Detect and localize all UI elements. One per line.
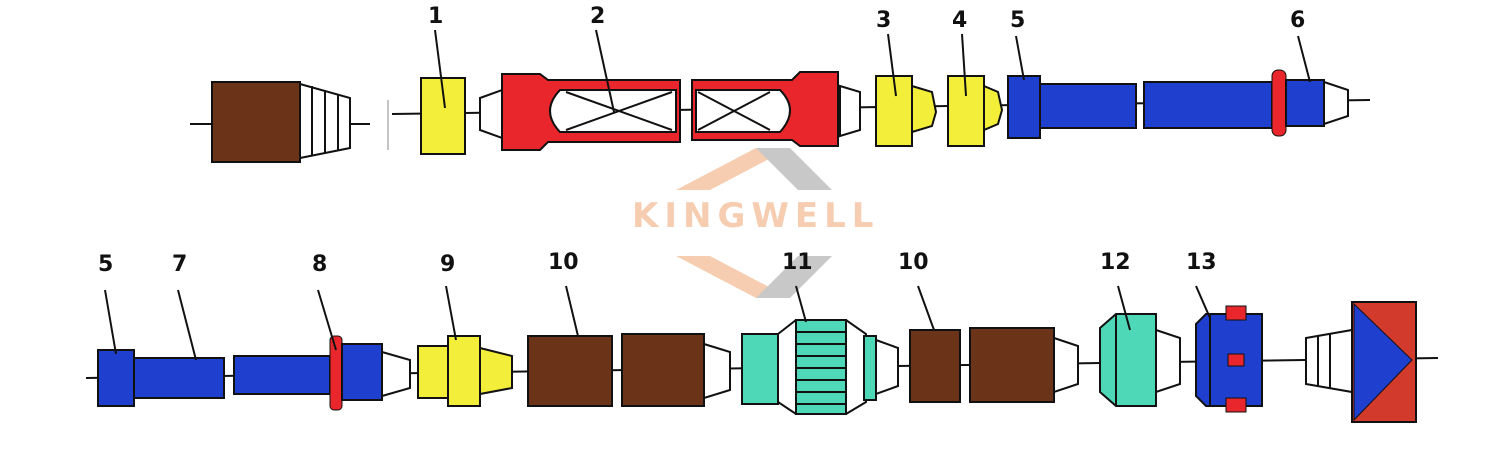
label-4: 4 [952,8,968,33]
part-4 [947,75,1004,147]
part-6 [1271,69,1349,137]
part-5-top [1007,75,1273,139]
part-10-left [527,333,731,407]
label-5-top: 5 [1010,8,1026,33]
kingwell-logo-icon [676,148,832,298]
label-2: 2 [590,4,606,29]
part-5-bottom [97,349,225,407]
part-8 [329,335,411,411]
part-end-cap-brown [211,81,351,163]
part-2 [501,71,839,151]
part-13 [1195,305,1263,413]
label-8: 8 [312,252,328,277]
label-5-bottom: 5 [98,252,114,277]
label-3: 3 [876,8,892,33]
watermark-text: KINGWELL [632,196,880,236]
label-10-right: 10 [898,250,929,275]
label-11: 11 [782,250,813,275]
part-7 [233,355,331,395]
label-9: 9 [440,252,456,277]
label-1: 1 [428,4,444,29]
part-10-right [909,327,1079,403]
label-10-left: 10 [548,250,579,275]
part-end-cap-right [1305,301,1417,423]
label-12: 12 [1100,250,1131,275]
part-9 [417,335,513,407]
label-7: 7 [172,252,188,277]
part-12 [1099,313,1181,407]
label-6: 6 [1290,8,1306,33]
label-13: 13 [1186,250,1217,275]
part-11 [741,319,899,415]
leader-lines [104,29,1311,361]
part-3 [875,75,938,147]
